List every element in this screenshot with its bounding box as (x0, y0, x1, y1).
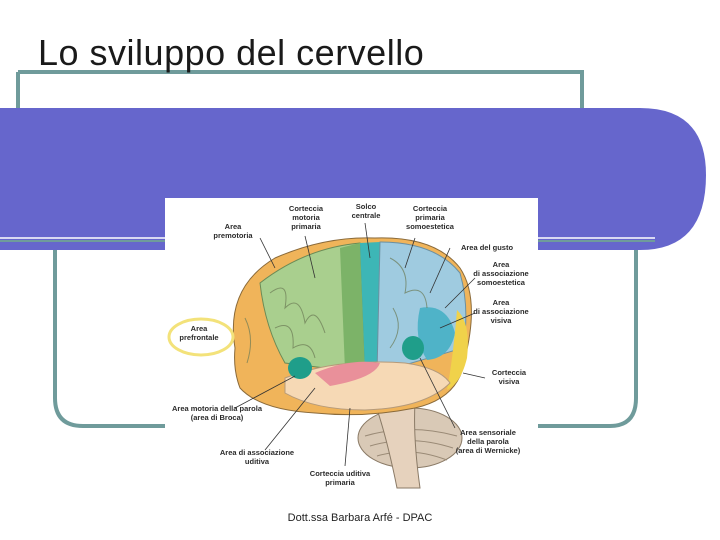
label-prefrontale: Area prefrontale (179, 324, 219, 342)
slide-title: Lo sviluppo del cervello (38, 32, 425, 73)
label-premotoria: Area premotoria (213, 222, 253, 240)
visual-association (417, 307, 455, 360)
label-wernicke: Area sensoriale della parola (area di We… (455, 428, 521, 455)
auditory-cortex (315, 361, 380, 386)
brainstem (374, 402, 421, 489)
label-gusto: Area del gusto (460, 243, 514, 252)
visual-cortex (447, 310, 468, 390)
label-motoria: Corteccia motoria primaria (288, 204, 324, 231)
label-somestetica: Corteccia primaria somoestetica (406, 204, 454, 231)
slide-footer: Dott.ssa Barbara Arfé - DPAC (287, 512, 433, 524)
frame-top-line (18, 70, 584, 110)
wernicke-area (402, 336, 424, 360)
label-broca: Area motoria della parola (area di Broca… (171, 404, 263, 422)
broca-area (288, 357, 312, 379)
label-visiva: Corteccia visiva (491, 368, 527, 386)
label-assoc-visiva: Area di associazione visiva (473, 298, 529, 325)
label-uditiva: Corteccia uditiva primaria (309, 469, 371, 487)
gyri-lines (244, 257, 428, 364)
central-sulcus (360, 242, 380, 373)
label-assoc-somo: Area di associazione somoestetica (473, 260, 529, 287)
brain-figure: Area premotoria Corteccia motoria primar… (165, 198, 538, 495)
leader-lines (234, 222, 486, 467)
premotor-strip (340, 243, 365, 373)
label-assoc-uditiva: Area di associazione uditiva (219, 448, 295, 466)
brain-illustration (167, 222, 486, 489)
prefrontal-highlight (167, 317, 235, 357)
label-solco: Solco centrale (351, 202, 381, 220)
